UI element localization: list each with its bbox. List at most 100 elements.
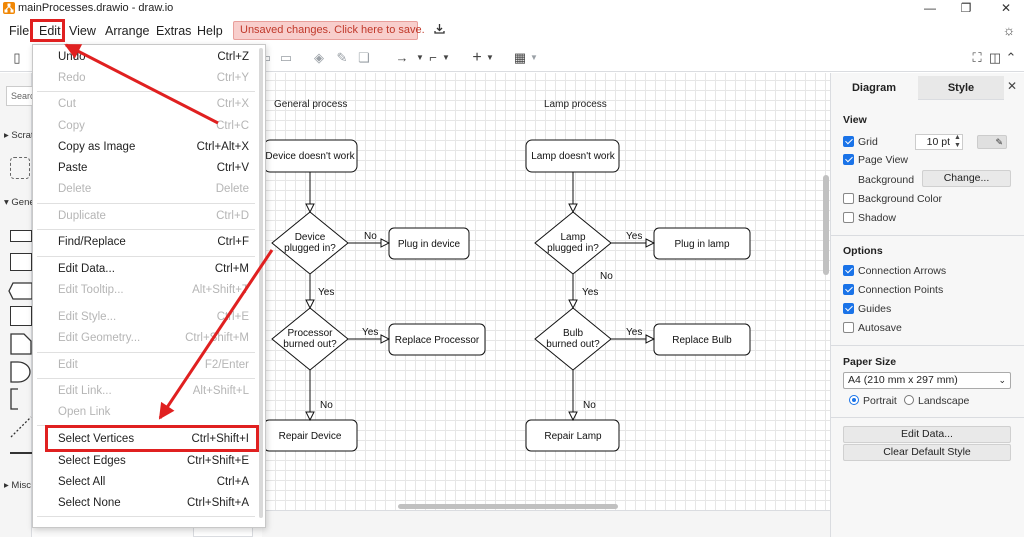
sidebar-section-misc[interactable]: ▸ Misc <box>4 480 31 491</box>
options-heading: Options <box>843 245 883 257</box>
decision-bulb-burned-out-line2: burned out? <box>546 339 600 350</box>
minimize-button[interactable]: — <box>924 1 936 15</box>
fullscreen-icon[interactable]: ⛶ <box>972 50 982 65</box>
sidebar-section-general[interactable]: ▾ General <box>4 197 32 208</box>
landscape-radio[interactable]: Landscape <box>904 394 969 408</box>
canvas-footer <box>262 510 830 537</box>
unsaved-changes-banner[interactable]: Unsaved changes. Click here to save. <box>233 21 445 40</box>
page-view-checkbox[interactable]: Page View <box>843 153 908 167</box>
tab-style[interactable]: Style <box>918 76 1004 100</box>
shape-document[interactable] <box>10 333 32 355</box>
sidebar-section-scratchpad[interactable]: ▸ Scratchpad <box>4 130 32 141</box>
shadow-checkbox[interactable]: Shadow <box>843 211 896 225</box>
tab-diagram[interactable]: Diagram <box>831 76 917 100</box>
edge-label-no: No <box>320 400 333 411</box>
menu-extras[interactable]: Extras <box>156 24 192 38</box>
autosave-checkbox[interactable]: Autosave <box>843 321 902 335</box>
chevron-down-icon[interactable]: ▼ <box>442 53 450 62</box>
radio-selected-icon <box>849 395 859 405</box>
shape-square[interactable] <box>10 253 32 271</box>
menu-item-edit-tooltip: Edit Tooltip...Alt+Shift+T <box>58 284 249 296</box>
node-replace-bulb-label: Replace Bulb <box>672 335 732 346</box>
edge-label-no: No <box>364 231 377 242</box>
decision-device-plugged-in-line2: plugged in? <box>284 243 336 254</box>
grid-size-input[interactable]: 10 pt <box>915 134 963 150</box>
connection-style-icon[interactable]: → <box>395 50 409 65</box>
collapse-toolbar-icon[interactable]: ⌃ <box>1005 50 1017 65</box>
shape-line[interactable] <box>10 416 32 438</box>
menu-edit[interactable]: Edit <box>39 24 61 38</box>
clear-default-style-button[interactable]: Clear Default Style <box>843 444 1011 461</box>
checkbox-unchecked-icon <box>843 212 854 223</box>
shape-search-input[interactable]: Search <box>6 86 32 106</box>
window-title: mainProcesses.drawio - draw.io <box>18 2 174 14</box>
insert-plus-icon[interactable]: + <box>472 49 482 66</box>
grid-checkbox[interactable]: Grid <box>843 135 878 149</box>
menu-file[interactable]: File <box>9 24 30 38</box>
decision-bulb-burned-out-line1: Bulb <box>563 328 583 339</box>
radio-unselected-icon <box>904 395 914 405</box>
horizontal-scrollbar[interactable] <box>398 504 618 509</box>
menu-help[interactable]: Help <box>197 24 223 38</box>
waypoints-icon[interactable]: ⌐ <box>429 50 437 65</box>
node-lamp-doesnt-work-label: Lamp doesn't work <box>531 151 616 162</box>
menu-separator <box>37 516 255 517</box>
line-color-icon[interactable]: ✎ <box>336 50 348 65</box>
vertical-scrollbar[interactable] <box>823 175 829 275</box>
chevron-down-icon[interactable]: ▼ <box>530 53 538 62</box>
menu-scrollbar[interactable] <box>259 48 263 518</box>
split-view-icon[interactable]: ◫ <box>988 50 1002 65</box>
theme-sun-icon[interactable]: ☼ <box>1002 22 1016 38</box>
chevron-down-icon[interactable]: ▼ <box>486 53 494 62</box>
menu-bar <box>0 20 1024 42</box>
shape-hexagon[interactable] <box>8 282 33 300</box>
menu-arrange[interactable]: Arrange <box>105 24 150 38</box>
menu-item-edit-data[interactable]: Edit Data...Ctrl+M <box>58 263 249 275</box>
maximize-button[interactable]: ❐ <box>960 1 972 15</box>
paper-size-heading: Paper Size <box>843 356 897 368</box>
format-panel-toggle-icon[interactable]: ▯ <box>13 50 21 65</box>
node-repair-lamp-label: Repair Lamp <box>544 431 602 442</box>
shape-rectangle[interactable] <box>10 230 32 242</box>
close-window-button[interactable]: ✕ <box>1000 1 1012 15</box>
edit-data-button[interactable]: Edit Data... <box>843 426 1011 443</box>
paper-size-value: A4 (210 mm x 297 mm) <box>848 374 958 386</box>
shape-delay[interactable] <box>10 361 32 383</box>
shape-horizontal-line[interactable] <box>10 452 32 454</box>
chevron-down-icon[interactable]: ▼ <box>416 53 424 62</box>
checkbox-checked-icon <box>843 136 854 147</box>
decision-lamp-plugged-in-line2: plugged in? <box>547 243 599 254</box>
connection-points-checkbox[interactable]: Connection Points <box>843 283 943 297</box>
guides-checkbox[interactable]: Guides <box>843 302 891 316</box>
edge-label-yes: Yes <box>318 287 334 298</box>
change-background-button[interactable]: Change... <box>922 170 1011 187</box>
grid-size-stepper-icon[interactable]: ▲▼ <box>954 134 961 149</box>
background-color-checkbox[interactable]: Background Color <box>843 192 942 206</box>
paper-size-select[interactable]: A4 (210 mm x 297 mm) ⌄ <box>843 372 1011 389</box>
shadow-icon[interactable]: ❏ <box>358 50 370 65</box>
grid-color-button[interactable]: ✎ <box>977 135 1007 149</box>
menu-view[interactable]: View <box>69 24 96 38</box>
close-panel-icon[interactable]: ✕ <box>1007 79 1018 93</box>
fill-color-icon[interactable]: ◈ <box>314 50 324 65</box>
shape-table[interactable] <box>10 306 32 326</box>
background-label: Background <box>858 174 915 186</box>
checkbox-unchecked-icon <box>843 193 854 204</box>
connection-arrows-checkbox[interactable]: Connection Arrows <box>843 264 946 278</box>
checkbox-checked-icon <box>843 284 854 295</box>
portrait-radio[interactable]: Portrait <box>849 394 897 408</box>
to-back-icon[interactable]: ▭ <box>279 50 293 65</box>
shape-bracket[interactable] <box>10 388 32 410</box>
table-icon[interactable]: ▦ <box>513 50 527 65</box>
